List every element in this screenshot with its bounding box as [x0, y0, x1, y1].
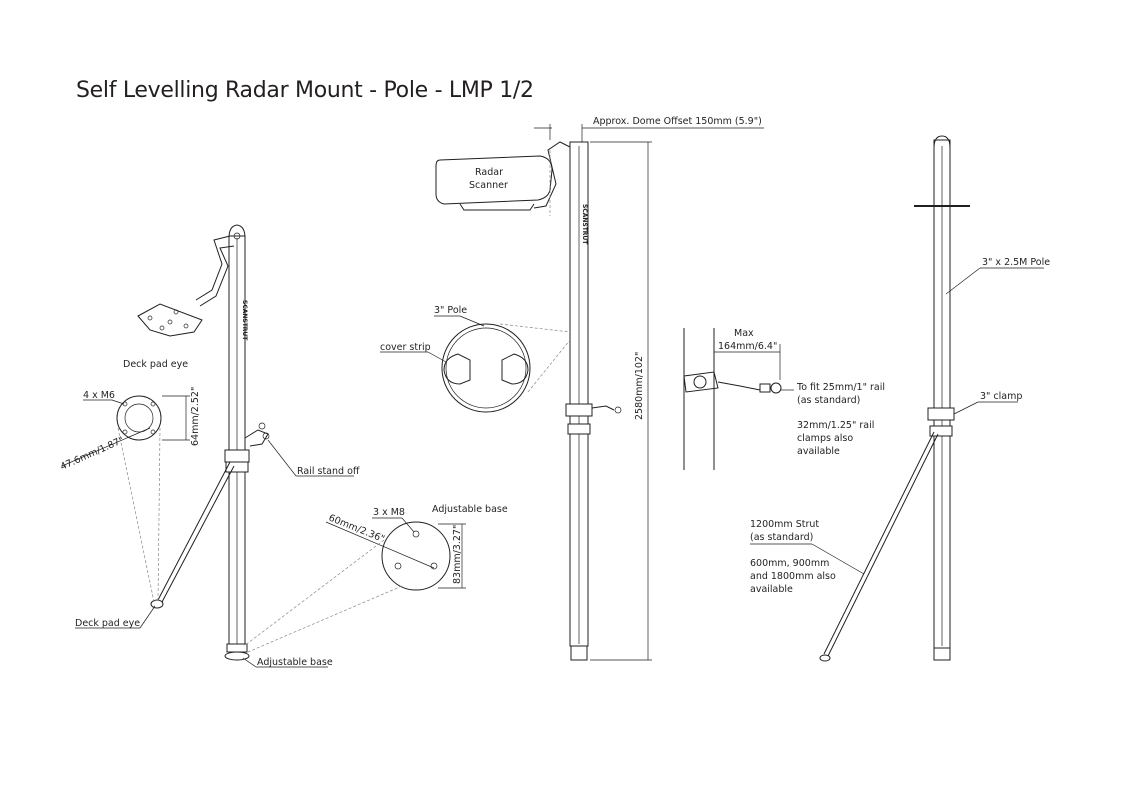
label-fit-line2: (as standard): [797, 395, 860, 406]
left-brand-text: SCANSTRUT: [241, 300, 248, 341]
page-title: Self Levelling Radar Mount - Pole - LMP …: [76, 78, 534, 103]
label-dim-64: 64mm/2.52": [190, 387, 201, 446]
label-scanner: Scanner: [469, 180, 508, 191]
pole-section-detail: [441, 323, 531, 413]
middle-brand-text: SCANSTRUT: [581, 204, 588, 245]
left-assembly: SCANSTRUT: [61, 224, 466, 668]
label-dim-83: 83mm/3.27": [452, 525, 463, 584]
label-alt-line3: available: [797, 446, 840, 457]
rail-stand-off: [244, 429, 269, 447]
label-strut-line2: (as standard): [750, 532, 813, 543]
right-assembly: [750, 135, 1044, 662]
label-dim-164: 164mm/6.4": [718, 341, 777, 352]
label-4xm6: 4 x M6: [83, 390, 115, 401]
radar-plate: [137, 303, 203, 337]
adjustable-base-detail: [381, 521, 451, 591]
label-strut-line1: 1200mm Strut: [750, 519, 819, 530]
label-strut-opt2: and 1800mm also: [750, 571, 836, 582]
label-pole-25m: 3" x 2.5M Pole: [982, 257, 1050, 268]
label-fit-line1: To fit 25mm/1" rail: [796, 382, 885, 393]
label-max: Max: [734, 328, 754, 339]
label-strut-opt3: available: [750, 584, 793, 595]
label-dim-47-6: 47.6mm/1.87": [59, 435, 126, 473]
left-strut: [157, 461, 231, 601]
rail-standoff-detail: [683, 328, 794, 470]
label-cover-strip: cover strip: [380, 342, 431, 353]
label-deck-pad-eye-top: Deck pad eye: [123, 359, 188, 370]
label-3xm8: 3 x M8: [373, 507, 405, 518]
label-alt-line2: clamps also: [797, 433, 853, 444]
label-dome-offset: Approx. Dome Offset 150mm (5.9"): [593, 116, 762, 127]
middle-bracket: [533, 141, 573, 209]
label-rail-stand-off: Rail stand off: [297, 466, 360, 477]
left-arm: [195, 235, 231, 301]
right-strut: [823, 431, 935, 655]
label-deck-pad-eye-bottom: Deck pad eye: [75, 618, 140, 629]
label-adjustable-base-left: Adjustable base: [257, 657, 333, 668]
deck-pad-eye-detail: [116, 395, 162, 441]
middle-assembly: SCANSTRUT: [380, 124, 764, 661]
label-height-2580: 2580mm/102": [634, 352, 645, 420]
label-alt-line1: 32mm/1.25" rail: [797, 420, 874, 431]
label-adjustable-base-detail: Adjustable base: [432, 504, 508, 515]
label-3-pole: 3" Pole: [434, 305, 467, 316]
label-strut-opt1: 600mm, 900mm: [750, 558, 829, 569]
label-radar: Radar: [475, 167, 503, 178]
label-3-clamp: 3" clamp: [980, 391, 1022, 402]
